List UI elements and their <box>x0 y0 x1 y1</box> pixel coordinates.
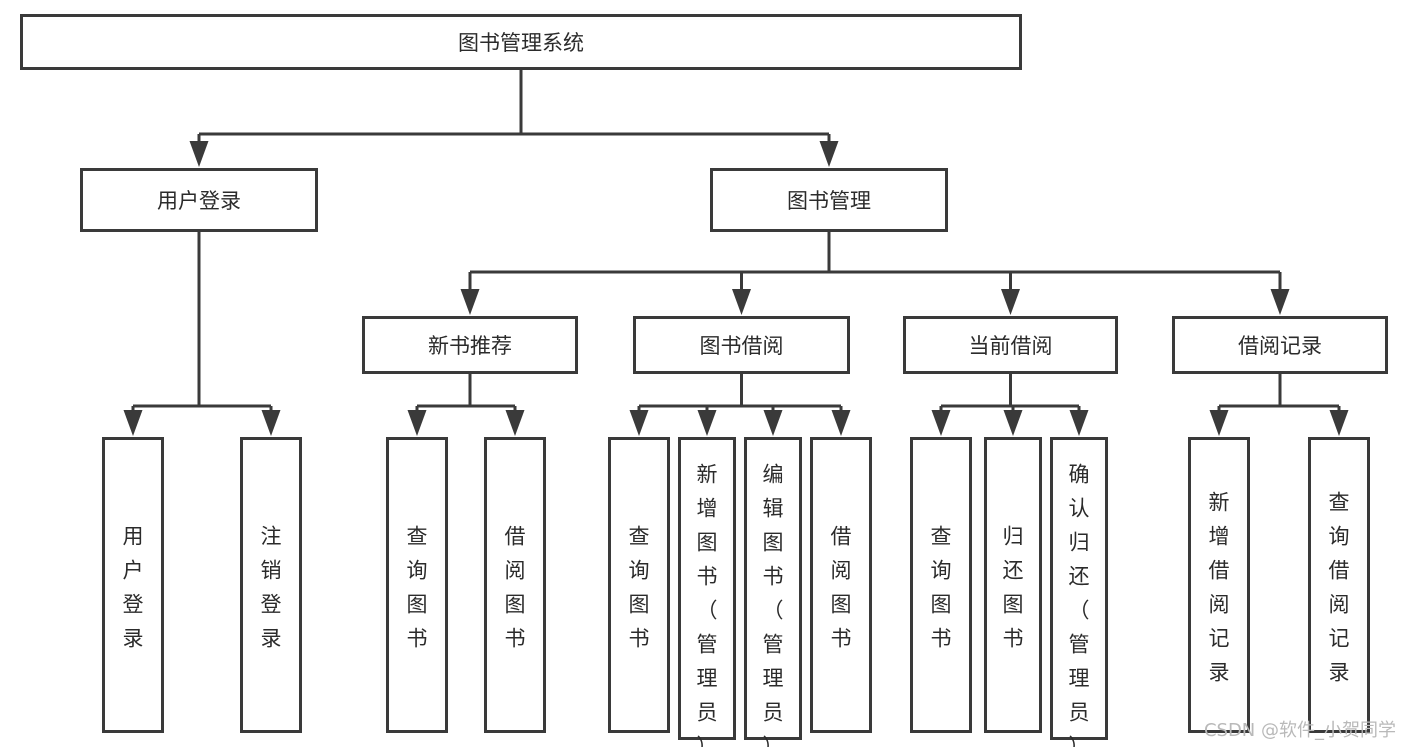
node-label: 图书管理 <box>787 189 871 213</box>
connector-group-l2a <box>123 232 281 436</box>
node-box[interactable] <box>810 437 872 733</box>
node-box[interactable] <box>240 437 302 733</box>
node-box[interactable] <box>80 168 318 232</box>
node-f9[interactable]: 查询图书 <box>910 437 972 733</box>
node-l3d[interactable]: 借阅记录 <box>1172 316 1388 374</box>
node-label: 用户登录 <box>157 189 241 213</box>
arrow-head-icon <box>261 410 281 436</box>
node-box[interactable] <box>1308 437 1370 733</box>
arrow-head-icon <box>1209 410 1229 436</box>
node-label: 借阅记录 <box>1238 334 1322 358</box>
arrow-head-icon <box>931 410 951 436</box>
node-box[interactable] <box>984 437 1042 733</box>
arrow-head-icon <box>819 141 839 167</box>
node-label: 新增借阅记录 <box>1209 491 1230 685</box>
node-f1[interactable]: 用户登录 <box>102 437 164 733</box>
node-f8[interactable]: 借阅图书 <box>810 437 872 733</box>
node-f5[interactable]: 查询图书 <box>608 437 670 733</box>
arrow-head-icon <box>1001 289 1020 315</box>
node-box[interactable] <box>744 437 802 740</box>
node-label: 新增图书（管理员） <box>697 463 718 747</box>
node-label: 当前借阅 <box>969 334 1053 358</box>
node-box[interactable] <box>20 14 1022 70</box>
node-box[interactable] <box>386 437 448 733</box>
node-label: 编辑图书（管理员） <box>763 463 784 747</box>
connector-group-l2b <box>460 232 1290 315</box>
node-label: 借阅图书 <box>831 525 852 651</box>
node-box[interactable] <box>710 168 948 232</box>
arrow-head-icon <box>123 410 143 436</box>
node-box[interactable] <box>1050 437 1108 740</box>
node-layer: 图书管理系统用户登录图书管理新书推荐图书借阅当前借阅借阅记录用户登录注销登录查询… <box>20 14 1388 747</box>
node-label: 借阅图书 <box>505 525 526 651</box>
arrow-head-icon <box>1329 410 1349 436</box>
node-f12[interactable]: 新增借阅记录 <box>1188 437 1250 733</box>
node-box[interactable] <box>910 437 972 733</box>
node-box[interactable] <box>1172 316 1388 374</box>
arrow-head-icon <box>629 410 649 436</box>
node-box[interactable] <box>362 316 578 374</box>
node-label: 查询图书 <box>931 525 952 651</box>
node-label: 图书管理系统 <box>458 31 584 55</box>
node-box[interactable] <box>484 437 546 733</box>
node-l3a[interactable]: 新书推荐 <box>362 316 578 374</box>
arrow-head-icon <box>732 289 751 315</box>
node-f11[interactable]: 确认归还（管理员） <box>1050 437 1108 747</box>
node-l3c[interactable]: 当前借阅 <box>903 316 1118 374</box>
connector-group-l3c <box>931 374 1089 436</box>
arrow-head-icon <box>1003 410 1023 436</box>
node-label: 查询图书 <box>629 525 650 651</box>
arrow-head-icon <box>1270 289 1290 315</box>
node-l3b[interactable]: 图书借阅 <box>633 316 850 374</box>
arrow-head-icon <box>697 410 717 436</box>
node-label: 新书推荐 <box>428 334 512 358</box>
node-f13[interactable]: 查询借阅记录 <box>1308 437 1370 733</box>
arrow-head-icon <box>505 410 525 436</box>
node-f10[interactable]: 归还图书 <box>984 437 1042 733</box>
arrow-head-icon <box>460 289 480 315</box>
node-l2a[interactable]: 用户登录 <box>80 168 318 232</box>
node-box[interactable] <box>633 316 850 374</box>
connector-group-l3b <box>629 374 851 436</box>
node-box[interactable] <box>1188 437 1250 733</box>
connector-group-root <box>189 70 839 167</box>
node-f7[interactable]: 编辑图书（管理员） <box>744 437 802 747</box>
node-f6[interactable]: 新增图书（管理员） <box>678 437 736 747</box>
connector-group-l3d <box>1209 374 1349 436</box>
node-box[interactable] <box>102 437 164 733</box>
node-label: 图书借阅 <box>700 334 784 358</box>
node-f4[interactable]: 借阅图书 <box>484 437 546 733</box>
node-label: 查询借阅记录 <box>1329 491 1350 685</box>
node-f2[interactable]: 注销登录 <box>240 437 302 733</box>
node-box[interactable] <box>903 316 1118 374</box>
connector-layer <box>123 70 1349 436</box>
node-box[interactable] <box>678 437 736 740</box>
arrow-head-icon <box>831 410 851 436</box>
node-f3[interactable]: 查询图书 <box>386 437 448 733</box>
arrow-head-icon <box>407 410 427 436</box>
node-label: 注销登录 <box>261 525 282 651</box>
arrow-head-icon <box>1069 410 1089 436</box>
node-root[interactable]: 图书管理系统 <box>20 14 1022 70</box>
node-label: 确认归还（管理员） <box>1069 463 1090 747</box>
node-label: 查询图书 <box>407 525 428 651</box>
node-label: 用户登录 <box>123 525 144 651</box>
arrow-head-icon <box>189 141 209 167</box>
connector-group-l3a <box>407 374 525 436</box>
arrow-head-icon <box>763 410 783 436</box>
node-label: 归还图书 <box>1003 525 1024 651</box>
node-l2b[interactable]: 图书管理 <box>710 168 948 232</box>
csdn-watermark: CSDN @软件_小贺同学 <box>1204 720 1396 741</box>
node-box[interactable] <box>608 437 670 733</box>
